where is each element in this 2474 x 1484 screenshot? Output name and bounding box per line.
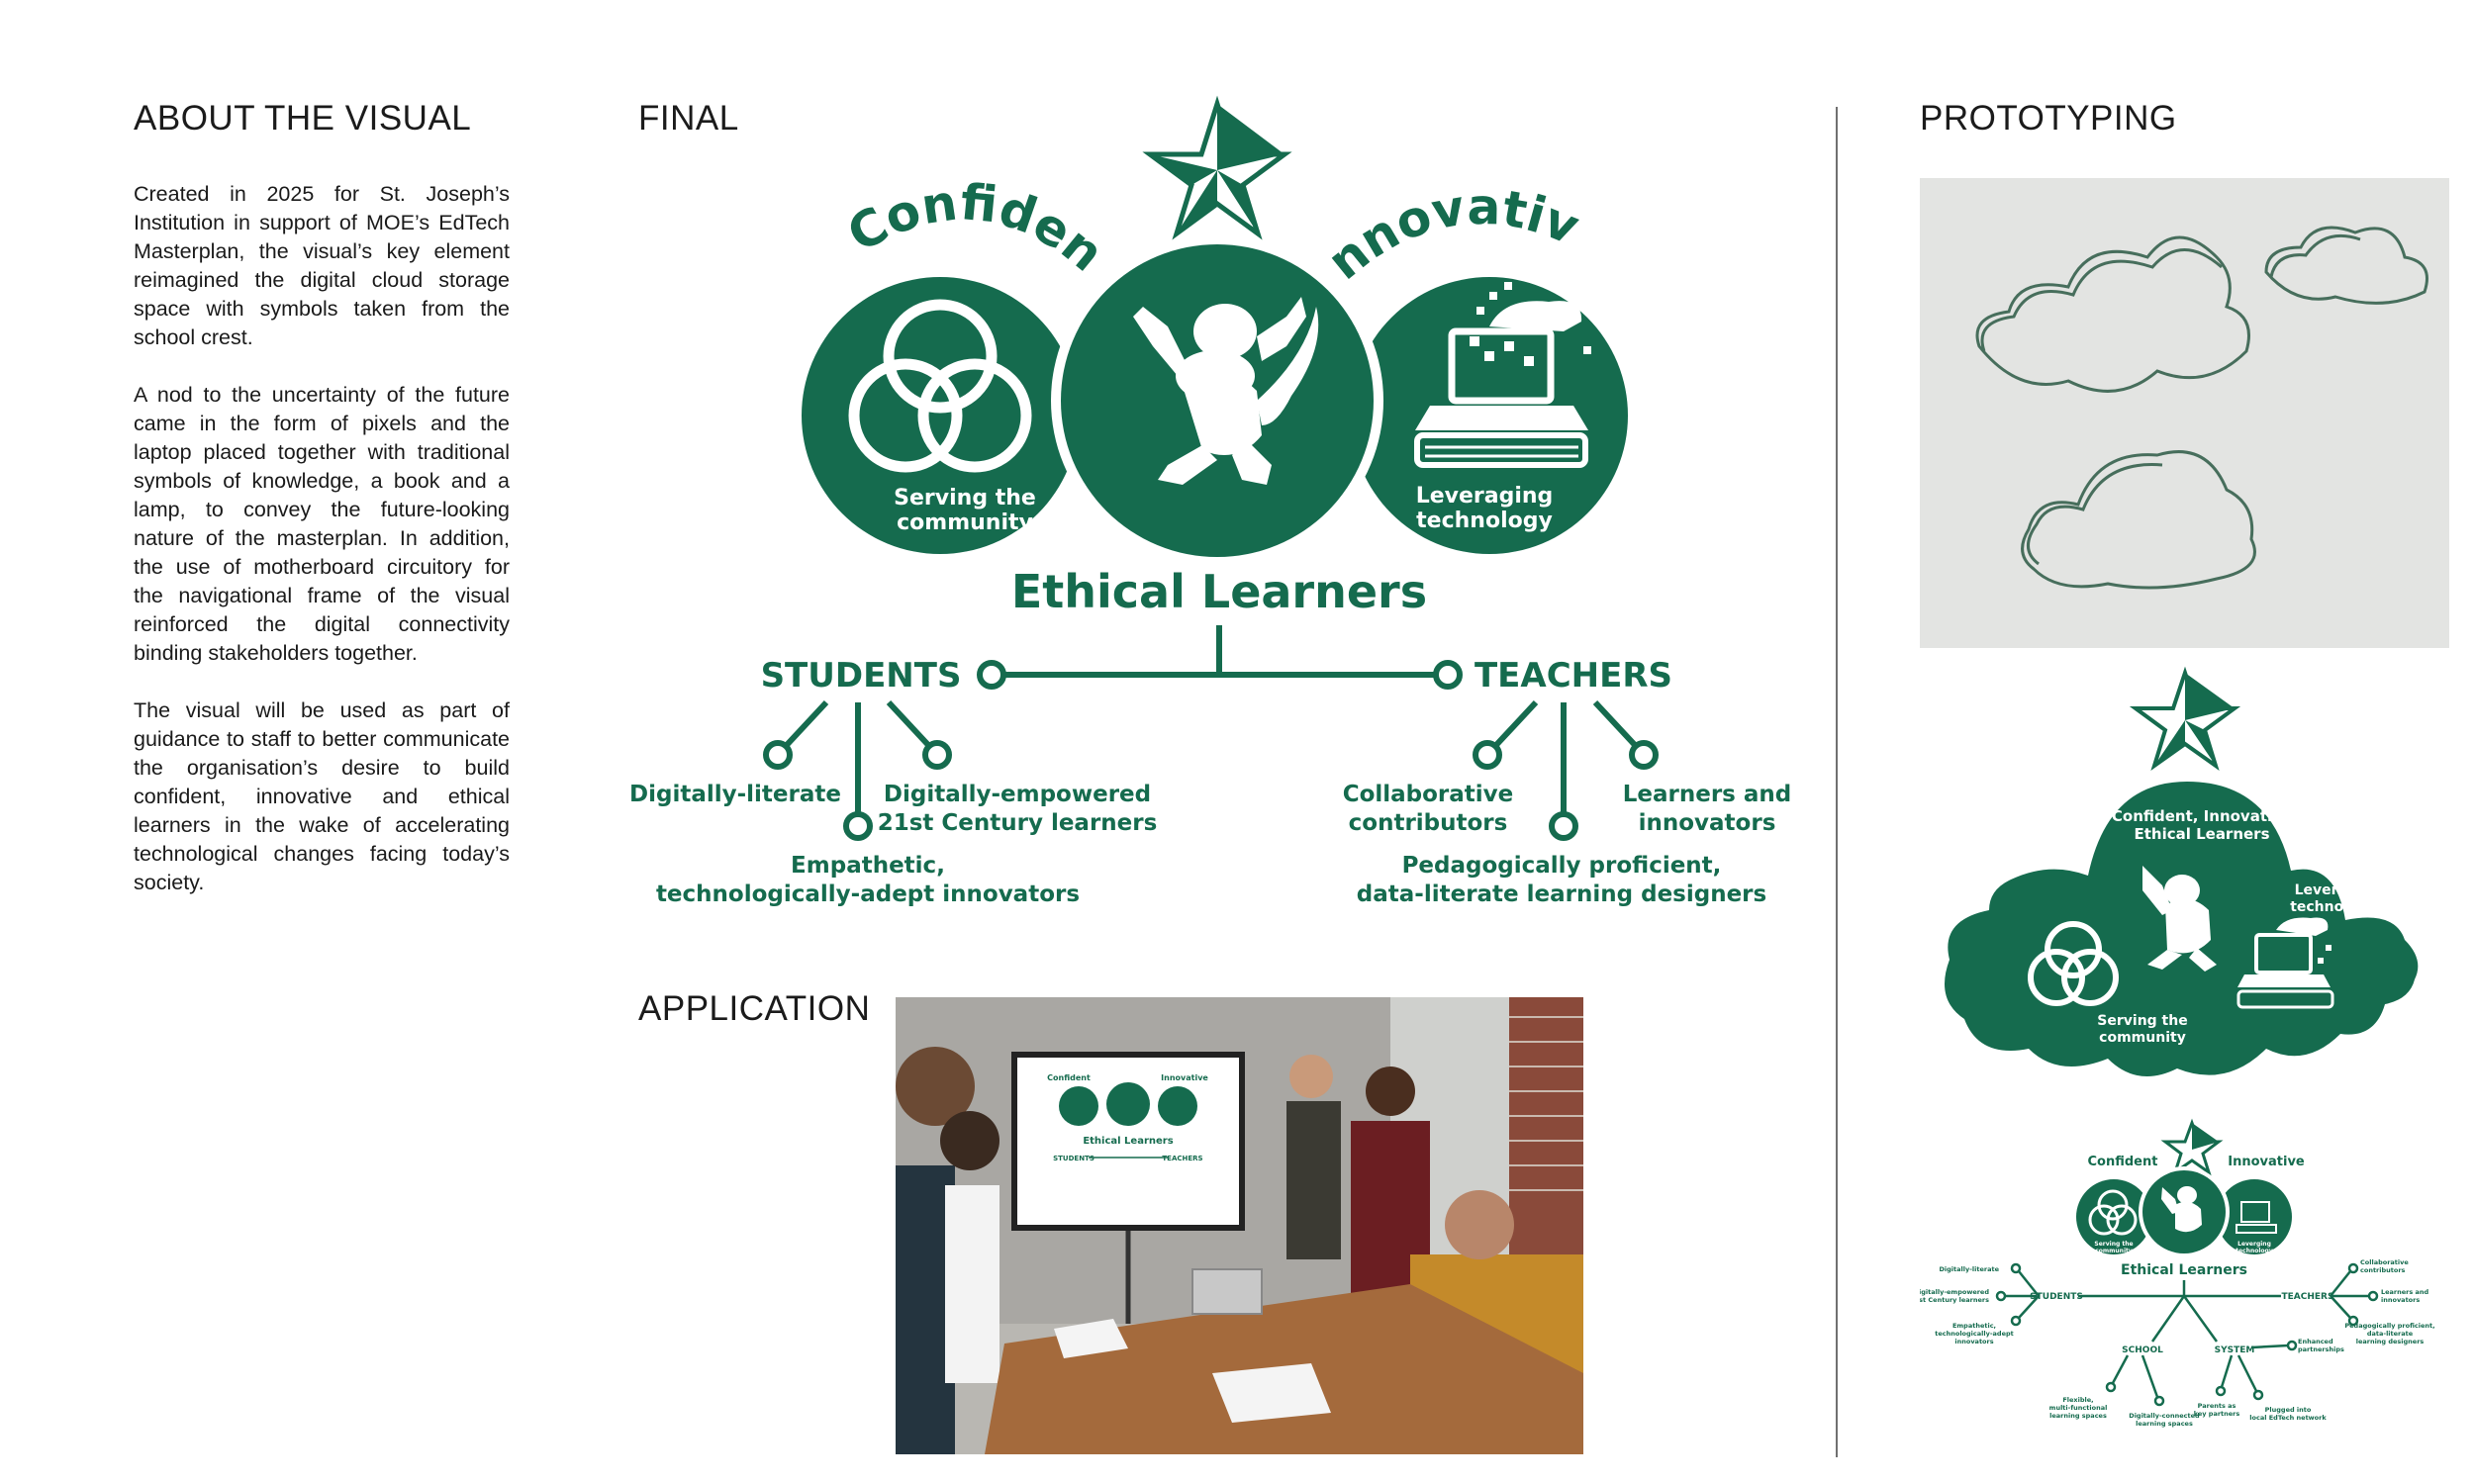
teacher-item-collaborative-1: Collaborative [1343,782,1514,807]
map-sch-item-1a: Flexible, [2062,1396,2093,1404]
map-sch-item-2a: Digitally-connected [2129,1412,2200,1420]
sketch-photo [1920,178,2449,648]
map-sch-item-1b: multi-functional [2049,1404,2108,1412]
map-right-caption-1: Leverging [2237,1241,2271,1248]
map-s-item-2a: Digitally-empowered [1920,1288,1989,1296]
map-t-item-1a: Collaborative [2360,1258,2409,1266]
trinity-knot-icon [2088,1189,2138,1236]
cloud-bottom-2: community [2099,1030,2186,1046]
star-icon [1142,95,1292,240]
map-sys-item-3b: local EdTech network [2249,1414,2327,1422]
prototyping-heading: PROTOTYPING [1920,99,2177,138]
cloud-top-1: Confident, Innovative [2112,807,2292,825]
map-teachers: TEACHERS [2282,1292,2334,1302]
map-left-caption-2: community [2095,1248,2133,1254]
application-heading: APPLICATION [638,989,871,1028]
map-s-item-3c: innovators [1954,1338,1993,1345]
tv-arc-right: Innovative [1161,1073,1208,1082]
circuit-frame [763,625,1659,841]
map-t-item-3b: data-literate [2367,1330,2414,1338]
map-circuit [1995,1262,2379,1407]
lion-icon [2142,866,2217,972]
prototype-map: Confident Innovative Serving the communi… [1920,1118,2435,1428]
teacher-item-collaborative-2: contributors [1349,810,1508,836]
tv-teachers: TEACHERS [1162,1155,1202,1162]
map-t-item-3c: learning designers [2356,1338,2425,1345]
laptop-book-lamp-icon [1414,282,1591,468]
about-heading: ABOUT THE VISUAL [134,99,472,138]
map-s-item-2b: 21st Century learners [1920,1296,1989,1304]
tv-students: STUDENTS [1053,1155,1094,1162]
student-item-empathetic-2: technologically-adept innovators [656,881,1080,907]
teacher-item-pedagogically-1: Pedagogically proficient, [1402,853,1722,879]
map-t-item-3a: Pedagogically proficient, [2344,1322,2434,1330]
cloud-sketch-icon [1975,226,2428,590]
map-school: SCHOOL [2122,1345,2163,1355]
map-t-item-2b: innovators [2381,1296,2420,1304]
left-caption-1: Serving the [894,486,1036,510]
teacher-item-pedagogically-2: data-literate learning designers [1357,881,1766,907]
student-item-digitally-literate: Digitally-literate [629,782,841,807]
cloud-right-1: Leverging [2295,882,2373,898]
lion-icon [2161,1186,2202,1233]
laptop-book-lamp-icon [2236,1201,2277,1234]
arc-confident: Confident [623,94,1114,283]
map-sch-item-2b: learning spaces [2136,1420,2193,1428]
application-photo: Ethical Learners Confident Innovative ST… [896,997,1583,1454]
lion-icon [1133,297,1319,485]
teachers-label: TEACHERS [1475,656,1672,696]
map-sys-item-1a: Enhanced [2298,1338,2333,1345]
map-title: Ethical Learners [2121,1262,2247,1278]
trinity-knot-icon [2028,921,2119,1006]
left-caption-2: community [897,510,1033,535]
student-item-empathetic-1: Empathetic, [791,853,945,879]
map-s-item-3b: technologically-adept [1935,1330,2014,1338]
left-circle [802,277,1079,554]
map-right-caption-2: technology [2236,1248,2273,1254]
prototype-cloud: Confident, Innovative Ethical Learners L… [1945,666,2419,1076]
trinity-knot-icon [848,299,1032,473]
map-sch-item-1c: learning spaces [2049,1412,2107,1420]
final-heading: FINAL [638,99,739,138]
map-sys-item-1b: partnerships [2298,1345,2344,1353]
arc-innovative: Innovative [623,94,1587,291]
tv-arc-left: Confident [1047,1073,1091,1082]
student-item-empowered-2: 21st Century learners [878,810,1158,836]
star-icon [2160,1118,2224,1176]
map-s-item-3a: Empathetic, [1952,1322,1996,1330]
laptop-book-lamp-icon [2236,917,2334,1009]
map-system: SYSTEM [2215,1345,2255,1355]
about-paragraph-1: Created in 2025 for St. Joseph’s Institu… [134,182,510,349]
ethical-learners-title: Ethical Learners [1011,565,1427,618]
map-s-item-1: Digitally-literate [1940,1265,2000,1273]
right-caption-2: technology [1416,509,1553,533]
map-left-caption-1: Serving the [2094,1241,2133,1248]
star-icon [2129,666,2241,772]
map-t-item-1b: contributors [2360,1266,2406,1274]
right-caption-1: Leveraging [1416,484,1554,509]
about-paragraph-3: The visual will be used as part of guida… [134,698,510,894]
map-t-item-2a: Learners and [2381,1288,2429,1296]
cloud-right-2: technology [2290,899,2377,915]
map-sys-item-2b: key partners [2194,1410,2240,1418]
about-paragraph-2: A nod to the uncertainty of the future c… [134,383,510,665]
teacher-item-learners-1: Learners and [1623,782,1792,807]
cloud-top-2: Ethical Learners [2134,825,2269,843]
column-divider [1836,107,1838,1457]
map-arc-left: Confident [2088,1155,2158,1169]
meeting-room-illustration: Ethical Learners Confident Innovative ST… [896,997,1583,1454]
map-students: STUDENTS [2030,1292,2083,1302]
map-sys-item-2a: Parents as [2198,1402,2236,1410]
teacher-item-learners-2: innovators [1639,810,1776,836]
cloud-bottom-1: Serving the [2097,1013,2187,1029]
map-arc-right: Innovative [2228,1155,2305,1169]
map-sys-item-3a: Plugged into [2265,1406,2312,1414]
about-text: Created in 2025 for St. Joseph’s Institu… [134,180,510,926]
student-item-empowered-1: Digitally-empowered [884,782,1151,807]
students-label: STUDENTS [761,656,962,696]
tv-title: Ethical Learners [1083,1136,1173,1147]
final-visual: Confident Innovative Serving the communi… [623,94,1792,907]
